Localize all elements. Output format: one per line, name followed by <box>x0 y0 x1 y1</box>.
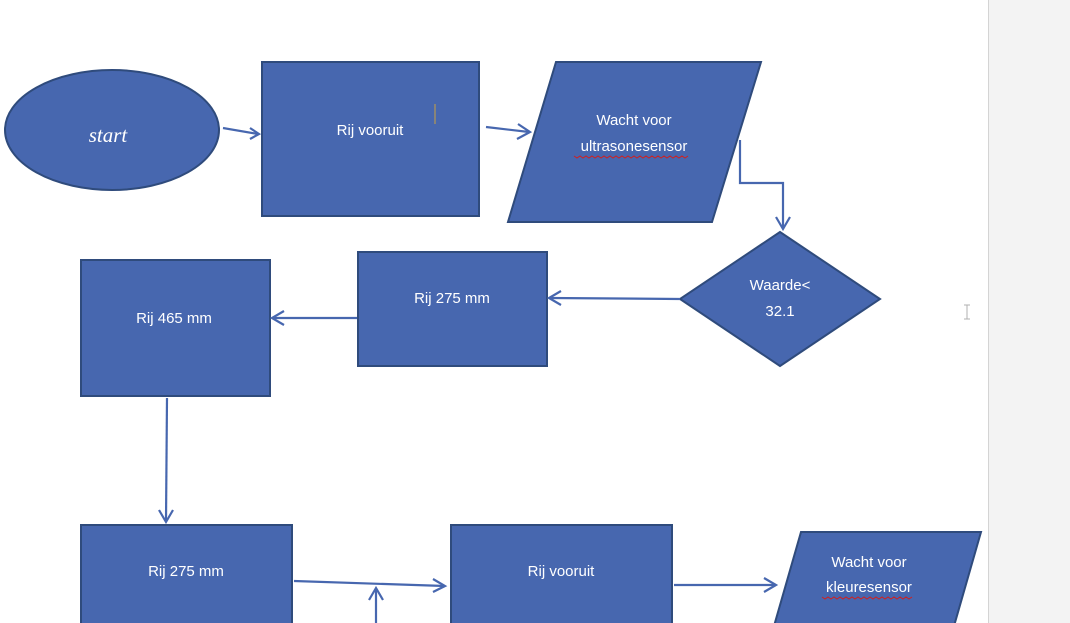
decision-node[interactable]: Waarde< 32.1 <box>678 230 882 368</box>
connector-drive275-to-drive465 <box>269 310 357 326</box>
decision-label-line2: 32.1 <box>765 303 794 320</box>
wait-color-node[interactable]: Wacht voor kleuresensor <box>770 531 983 623</box>
connector-decision-to-drive275 <box>546 290 681 306</box>
spellcheck-underline <box>573 155 689 159</box>
drive-forward-node-2[interactable]: Rij vooruit <box>450 524 673 623</box>
wait-color-label-line1: Wacht voor <box>831 554 906 571</box>
drive-275-label-1: Rij 275 mm <box>414 290 490 307</box>
connector-drive465-to-drive275 <box>158 397 174 525</box>
connector-loop-up <box>368 585 384 623</box>
wait-ultrasonic-node[interactable]: Wacht voor ultrasonesensor <box>506 61 763 223</box>
connector-drive275-to-driveforward <box>293 578 448 593</box>
wait-ultrasonic-label-line2: ultrasonesensor <box>581 138 688 155</box>
connector-wait-to-decision <box>738 140 791 232</box>
decision-label-line1: Waarde< <box>750 277 811 294</box>
start-node[interactable]: start <box>4 69 220 191</box>
drive-465-node[interactable]: Rij 465 mm <box>80 259 271 397</box>
connector-start-to-drive <box>222 126 262 140</box>
wait-color-label-line2: kleuresensor <box>826 579 912 596</box>
drive-forward-label-2: Rij vooruit <box>528 563 596 580</box>
ibeam-cursor-icon <box>964 304 970 320</box>
drive-275-label-2: Rij 275 mm <box>148 563 224 580</box>
drive-275-node-1[interactable]: Rij 275 mm <box>357 251 548 367</box>
drive-275-node-2[interactable]: Rij 275 mm <box>80 524 293 623</box>
flowchart: start Rij vooruit Wacht voor ultrasonese… <box>4 61 983 623</box>
spellcheck-underline <box>821 596 913 600</box>
connector-driveforward-to-waitcolor <box>674 577 779 593</box>
start-label: start <box>89 123 129 147</box>
side-panel <box>988 0 1070 623</box>
drive-forward-label-1: Rij vooruit <box>337 122 405 139</box>
drive-465-label: Rij 465 mm <box>136 310 212 327</box>
connector-drive-to-wait <box>485 123 533 140</box>
wait-ultrasonic-label-line1: Wacht voor <box>596 112 671 129</box>
drive-forward-node-1[interactable]: Rij vooruit <box>261 61 480 217</box>
